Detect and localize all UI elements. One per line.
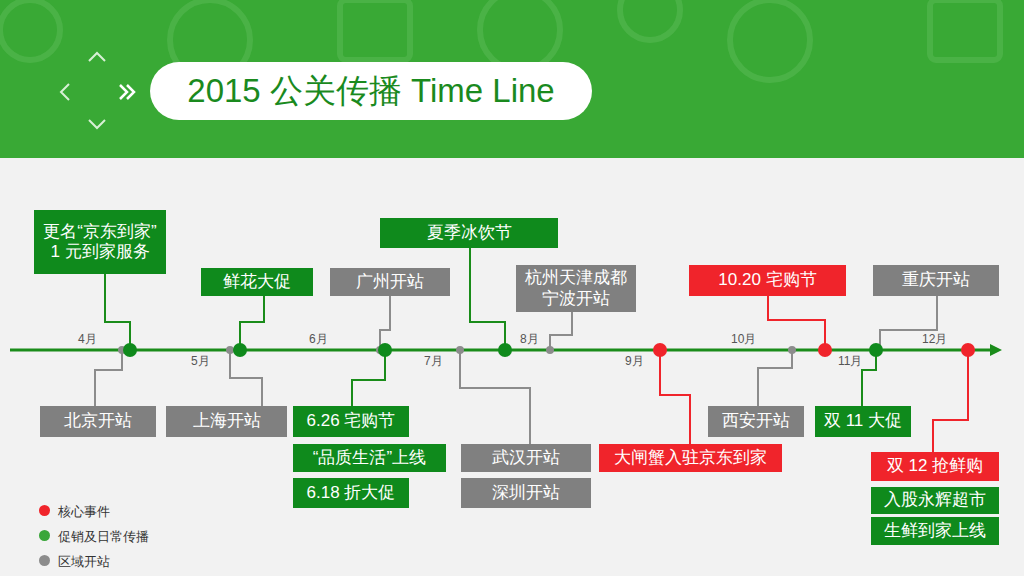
promo-box: 入股永辉超市	[871, 487, 999, 514]
timeline-dot	[498, 343, 512, 357]
legend-text: 促销及日常传播	[58, 528, 149, 546]
leader-line	[95, 350, 122, 406]
event-text: 广州开站	[356, 272, 424, 292]
leader-line	[758, 350, 792, 406]
event-text: 入股永辉超市	[884, 490, 986, 510]
legend-text: 区域开站	[58, 553, 110, 571]
month-label: 12月	[922, 331, 947, 348]
leader-line	[460, 350, 530, 444]
timeline-dot	[546, 346, 554, 354]
leader-line	[352, 350, 385, 406]
event-text: 深圳开站	[492, 483, 560, 503]
event-text: 杭州天津成都宁波开站	[522, 268, 630, 309]
promo-box: “品质生活”上线	[293, 444, 446, 472]
event-text: 上海开站	[193, 411, 261, 431]
title-text: 2015 公关传播 Time Line	[187, 69, 554, 114]
core-event-box: 10.20 宅购节	[689, 265, 846, 296]
timeline-dot	[378, 343, 392, 357]
month-label: 9月	[625, 353, 644, 370]
event-text: 1 元到家服务	[50, 242, 149, 262]
month-label: 6月	[309, 331, 328, 348]
leader-line	[550, 312, 572, 350]
event-text: 大闸蟹入驻京东到家	[614, 448, 767, 468]
event-text: “品质生活”上线	[313, 448, 426, 468]
legend-swatch	[39, 555, 50, 566]
leader-line	[230, 350, 262, 406]
timeline-dot	[961, 343, 975, 357]
timeline-dot	[123, 343, 137, 357]
timeline-dot	[233, 343, 247, 357]
month-label: 10月	[731, 331, 756, 348]
month-label: 5月	[191, 353, 210, 370]
station-box: 重庆开站	[873, 265, 999, 296]
month-label: 7月	[424, 353, 443, 370]
title-box: 2015 公关传播 Time Line	[150, 62, 592, 120]
station-box: 上海开站	[166, 406, 287, 437]
leader-line	[933, 350, 968, 452]
leader-line	[768, 296, 825, 350]
timeline-dot	[869, 343, 883, 357]
timeline-dot	[818, 343, 832, 357]
station-box: 武汉开站	[461, 444, 591, 472]
timeline-dot	[226, 346, 234, 354]
nav-arrows	[61, 53, 134, 128]
event-text: 6.26 宅购节	[307, 411, 396, 431]
core-event-box: 双 12 抢鲜购	[871, 452, 999, 481]
legend-swatch	[39, 530, 50, 541]
event-text: 生鲜到家上线	[884, 521, 986, 541]
timeline-dot	[788, 346, 796, 354]
promo-box: 双 11 大促	[815, 406, 911, 437]
event-text: 6.18 折大促	[307, 483, 396, 503]
promo-box: 6.26 宅购节	[293, 406, 409, 437]
timeline-dot	[653, 343, 667, 357]
leader-line	[862, 350, 876, 406]
leader-line	[105, 274, 130, 350]
promo-box: 6.18 折大促	[293, 478, 409, 508]
month-label: 4月	[78, 331, 97, 348]
event-text: 夏季冰饮节	[427, 223, 512, 243]
month-label: 11月	[838, 353, 862, 370]
promo-box: 鲜花大促	[201, 268, 313, 296]
event-text: 双 12 抢鲜购	[887, 456, 983, 476]
leader-line	[380, 296, 390, 350]
leader-line	[470, 248, 505, 350]
station-box: 西安开站	[708, 406, 804, 437]
core-event-box: 大闸蟹入驻京东到家	[599, 444, 782, 472]
legend-swatch	[39, 505, 50, 516]
promo-box: 夏季冰饮节	[380, 218, 558, 248]
header-band	[0, 0, 1024, 158]
timeline-dot	[456, 346, 464, 354]
timeline-arrowhead	[990, 344, 1002, 356]
event-text: 双 11 大促	[824, 411, 902, 431]
station-box: 广州开站	[330, 268, 450, 296]
event-text: 鲜花大促	[223, 272, 291, 292]
station-box: 杭州天津成都宁波开站	[516, 265, 636, 312]
station-box: 深圳开站	[461, 478, 591, 508]
month-label: 8月	[520, 331, 539, 348]
promo-box: 更名“京东到家”1 元到家服务	[34, 210, 166, 274]
promo-box: 生鲜到家上线	[871, 517, 999, 545]
legend-text: 核心事件	[58, 503, 110, 521]
event-text: 武汉开站	[492, 448, 560, 468]
event-text: 重庆开站	[902, 270, 970, 290]
leader-line	[240, 296, 264, 350]
event-text: 西安开站	[722, 411, 790, 431]
station-box: 北京开站	[40, 406, 156, 437]
event-text: 北京开站	[64, 411, 132, 431]
leader-line	[660, 350, 690, 444]
event-text: 10.20 宅购节	[718, 270, 816, 290]
event-text: 更名“京东到家”	[43, 222, 156, 242]
